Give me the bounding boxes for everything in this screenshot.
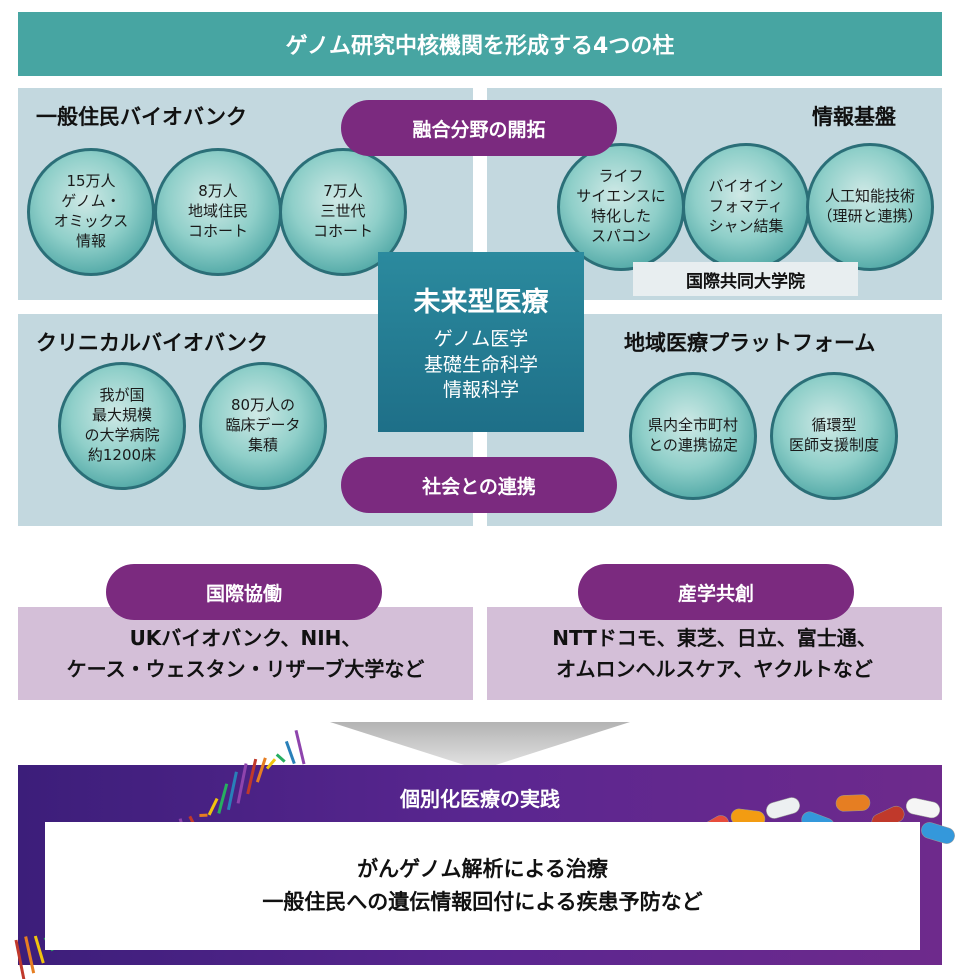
center-line-life-science: 基礎生命科学 <box>423 353 538 376</box>
medicine-capsule <box>766 797 800 819</box>
industry-collab-line-2: オムロンヘルスケア、ヤクルトなど <box>556 656 873 681</box>
intl-collab-box: UKバイオバンク、NIH、 ケース・ウェスタン・リザーブ大学など <box>18 607 473 700</box>
helix-rung <box>246 758 258 795</box>
center-future-medicine-box: 未来型医療 ゲノム医学 基礎生命科学 情報科学 <box>378 252 584 432</box>
circle-supercomputer: ライフ サイエンスに 特化した スパコン <box>557 143 685 271</box>
center-line-genome-medicine: ゲノム医学 <box>433 328 529 351</box>
helix-rung <box>236 763 248 804</box>
helix-rung <box>33 935 45 964</box>
clinical-biobank-title: クリニカルバイオバンク <box>36 331 269 355</box>
medicine-capsule <box>835 794 871 812</box>
medicine-capsule <box>905 797 941 819</box>
pill-intl-collab: 国際協働 <box>106 564 382 620</box>
helix-rung <box>14 939 26 979</box>
pill-society-collab: 社会との連携 <box>341 457 617 513</box>
center-line-informatics: 情報科学 <box>442 379 519 402</box>
down-arrow-icon <box>330 722 630 770</box>
circle-genome-omics: 15万人 ゲノム・ オミックス 情報 <box>27 148 155 276</box>
title-text: ゲノム研究中核機関を形成する4つの柱 <box>285 34 675 59</box>
helix-rung <box>217 783 229 814</box>
pill-fusion-fields: 融合分野の開拓 <box>341 100 617 156</box>
circle-bioinformatician: バイオイン フォマティ シャン結集 <box>682 143 810 271</box>
circle-physician-support: 循環型 医師支援制度 <box>770 372 898 500</box>
circle-ai-tech: 人工知能技術 （理研と連携） <box>806 143 934 271</box>
practice-line-disease-prevention: 一般住民への遺伝情報回付による疾患予防など <box>262 890 703 914</box>
helix-rung <box>207 797 219 816</box>
general-biobank-title: 一般住民バイオバンク <box>36 105 248 129</box>
helix-rung <box>255 757 267 783</box>
intl-collab-line-2: ケース・ウェスタン・リザーブ大学など <box>66 656 425 681</box>
intl-grad-school-label: 国際共同大学院 <box>633 262 858 296</box>
helix-rung <box>284 740 296 765</box>
circle-regional-cohort: 8万人 地域住民 コホート <box>154 148 282 276</box>
regional-platform-title: 地域医療プラットフォーム <box>624 331 876 355</box>
practice-content-box: がんゲノム解析による治療 一般住民への遺伝情報回付による疾患予防など <box>45 822 920 950</box>
circle-municipal-agreement: 県内全市町村 との連携協定 <box>629 372 757 500</box>
circle-university-hospital: 我が国 最大規模 の大学病院 約1200床 <box>58 362 186 490</box>
info-infra-title: 情報基盤 <box>812 105 896 129</box>
helix-rung <box>275 753 286 763</box>
helix-rung <box>24 936 36 974</box>
center-title: 未来型医療 <box>413 287 549 319</box>
medicine-capsule <box>921 822 955 844</box>
helix-rung <box>226 771 238 811</box>
helix-rung <box>265 758 277 770</box>
intl-collab-line-1: UKバイオバンク、NIH、 <box>129 625 362 650</box>
pill-industry-collab: 産学共創 <box>578 564 854 620</box>
practice-line-cancer-genome: がんゲノム解析による治療 <box>357 857 608 882</box>
industry-collab-box: NTTドコモ、東芝、日立、富士通、 オムロンヘルスケア、ヤクルトなど <box>487 607 942 700</box>
title-banner: ゲノム研究中核機関を形成する4つの柱 <box>18 12 942 76</box>
practice-title: 個別化医療の実践 <box>400 786 560 811</box>
circle-clinical-data: 80万人の 臨床データ 集積 <box>199 362 327 490</box>
industry-collab-line-1: NTTドコモ、東芝、日立、富士通、 <box>552 625 877 650</box>
helix-rung <box>294 729 306 765</box>
